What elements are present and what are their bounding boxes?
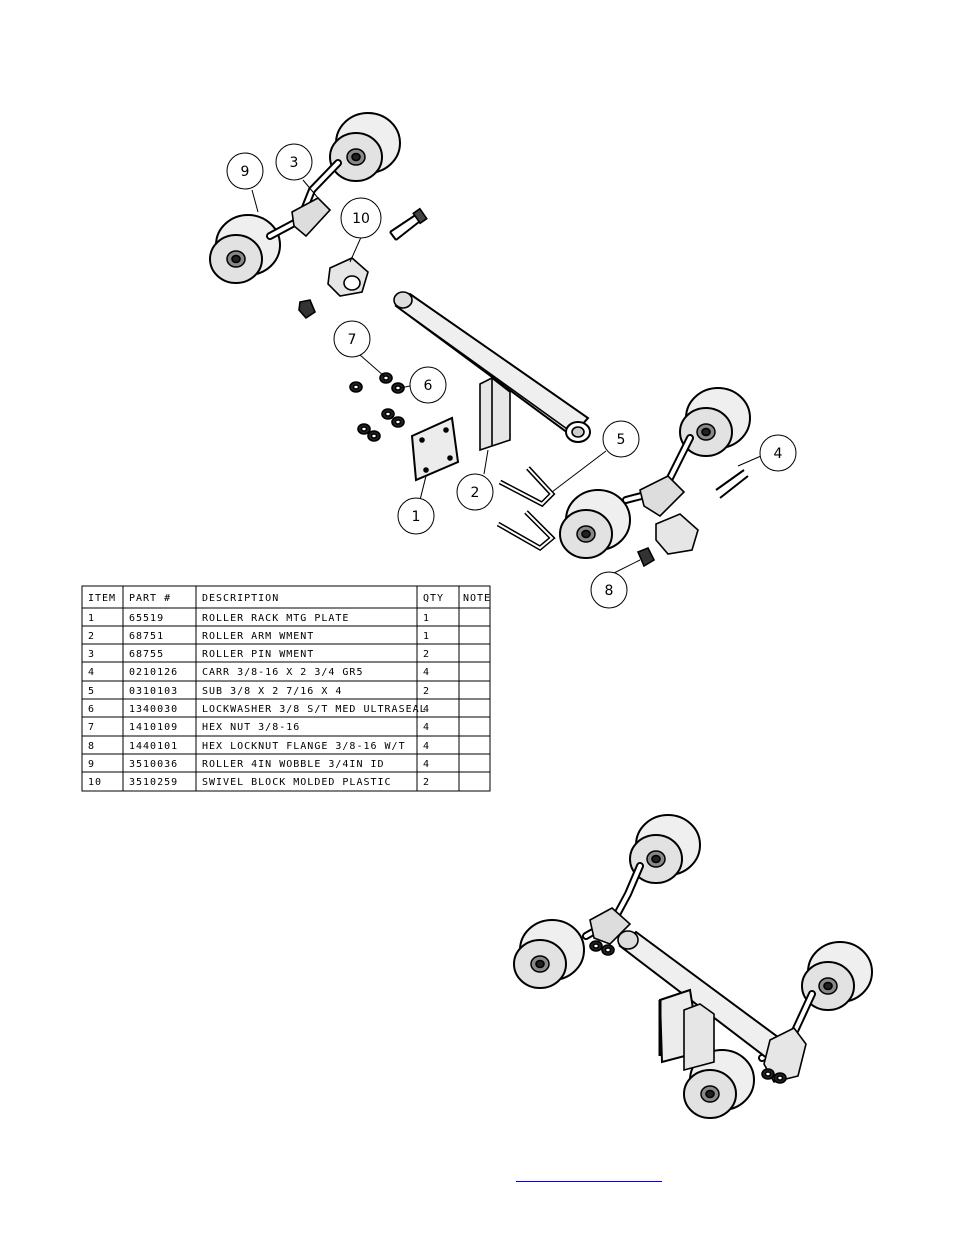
callout-5: 5 [602,420,640,458]
bom-header-qty: QTY [423,593,444,604]
mounting-plate [410,416,460,482]
callout-4: 4 [759,434,797,472]
callout-2: 2 [456,473,494,511]
svg-text:7: 7 [348,332,357,348]
bom-cell-description: ROLLER ARM WMENT [202,631,314,642]
bom-cell-part-number: 3510259 [129,777,178,788]
svg-text:3: 3 [290,155,299,171]
bom-cell-description: ROLLER RACK MTG PLATE [202,613,349,624]
bom-cell-item: 6 [88,704,95,715]
bom-cell-qty: 4 [423,759,430,770]
callout-1: 1 [397,497,435,535]
svg-text:4: 4 [774,446,783,462]
roller-arm-upper-left [209,112,401,284]
bom-cell-item: 3 [88,649,95,660]
u-bolts [496,466,556,552]
bom-cell-qty: 4 [423,704,430,715]
bom-cell-qty: 2 [423,649,430,660]
roller-pin-upper [389,207,428,241]
bom-cell-qty: 4 [423,741,430,752]
bom-cell-qty: 1 [423,613,430,624]
bom-cell-part-number: 0310103 [129,686,178,697]
callout-3: 3 [275,143,313,181]
callout-6: 6 [409,366,447,404]
svg-text:6: 6 [424,378,433,394]
hardware-nuts [349,372,405,442]
bom-cell-qty: 2 [423,777,430,788]
bom-cell-description: LOCKWASHER 3/8 S/T MED ULTRASEAL [202,704,427,715]
bom-header-part-number: PART # [129,593,171,604]
bom-cell-description: CARR 3/8-16 X 2 3/4 GR5 [202,667,363,678]
bom-header-item: ITEM [88,593,116,604]
bom-cell-part-number: 65519 [129,613,164,624]
assembled-view-drawing [513,814,873,1119]
bom-cell-description: SWIVEL BLOCK MOLDED PLASTIC [202,777,392,788]
bom-cell-description: SUB 3/8 X 2 7/16 X 4 [202,686,342,697]
svg-text:2: 2 [471,485,480,501]
bom-cell-part-number: 1340030 [129,704,178,715]
leader-lines [251,179,762,574]
bom-cell-part-number: 3510036 [129,759,178,770]
svg-text:10: 10 [352,211,370,227]
bom-cell-item: 9 [88,759,95,770]
swivel-block-upper [327,257,369,297]
bom-cell-qty: 1 [423,631,430,642]
bom-header-note: NOTE [463,593,491,604]
bom-cell-part-number: 68755 [129,649,164,660]
callout-10: 10 [340,197,382,239]
callout-7: 7 [333,320,371,358]
bom-cell-item: 1 [88,613,95,624]
hyperlink-underline[interactable] [516,1181,662,1182]
bom-cell-qty: 4 [423,722,430,733]
bom-cell-part-number: 1440101 [129,741,178,752]
main-arm-tube [393,291,591,452]
bom-cell-qty: 2 [423,686,430,697]
bom-cell-item: 8 [88,741,95,752]
bom-cell-description: ROLLER 4IN WOBBLE 3/4IN ID [202,759,385,770]
bom-cell-item: 5 [88,686,95,697]
bom-cell-part-number: 1410109 [129,722,178,733]
locknut-upper [298,299,316,320]
callout-8: 8 [590,571,628,609]
bom-cell-part-number: 68751 [129,631,164,642]
svg-text:8: 8 [605,583,614,599]
exploded-view-drawing [209,112,762,574]
bom-cell-item: 4 [88,667,95,678]
bom-header-description: DESCRIPTION [202,593,279,604]
svg-text:5: 5 [617,432,626,448]
roller-arm-lower-right [559,387,751,568]
svg-text:9: 9 [241,164,250,180]
bom-cell-description: ROLLER PIN WMENT [202,649,314,660]
svg-text:1: 1 [412,509,421,525]
bom-cell-item: 7 [88,722,95,733]
bom-cell-item: 10 [88,777,102,788]
bom-cell-qty: 4 [423,667,430,678]
bom-cell-part-number: 0210126 [129,667,178,678]
callout-9: 9 [226,152,264,190]
bom-cell-description: HEX LOCKNUT FLANGE 3/8-16 W/T [202,741,406,752]
bom-cell-item: 2 [88,631,95,642]
bom-cell-description: HEX NUT 3/8-16 [202,722,300,733]
